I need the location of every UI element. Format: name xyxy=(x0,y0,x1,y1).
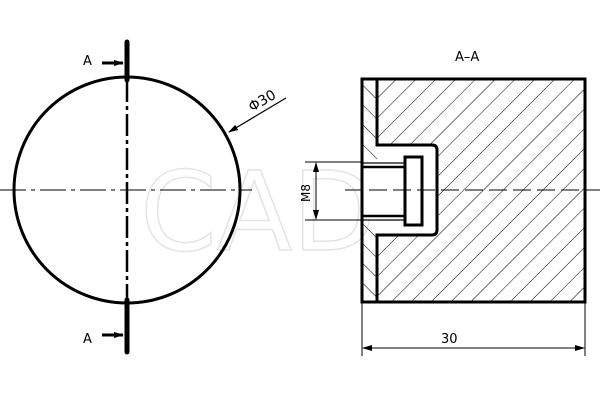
nut-recess xyxy=(403,155,424,227)
section-mark-bottom: A xyxy=(83,332,92,347)
section-view: A–A M8 30 xyxy=(299,50,600,356)
threaded-hole xyxy=(362,163,405,220)
front-view: A A Φ30 xyxy=(0,39,287,355)
thread-label: M8 xyxy=(299,184,313,202)
diameter-label: Φ30 xyxy=(246,87,279,115)
width-label: 30 xyxy=(441,332,458,347)
section-mark-top: A xyxy=(83,54,92,69)
section-title: A–A xyxy=(455,50,479,65)
diameter-leader xyxy=(228,97,287,133)
insert-outline xyxy=(375,79,439,302)
watermark: CAD xyxy=(140,148,377,276)
